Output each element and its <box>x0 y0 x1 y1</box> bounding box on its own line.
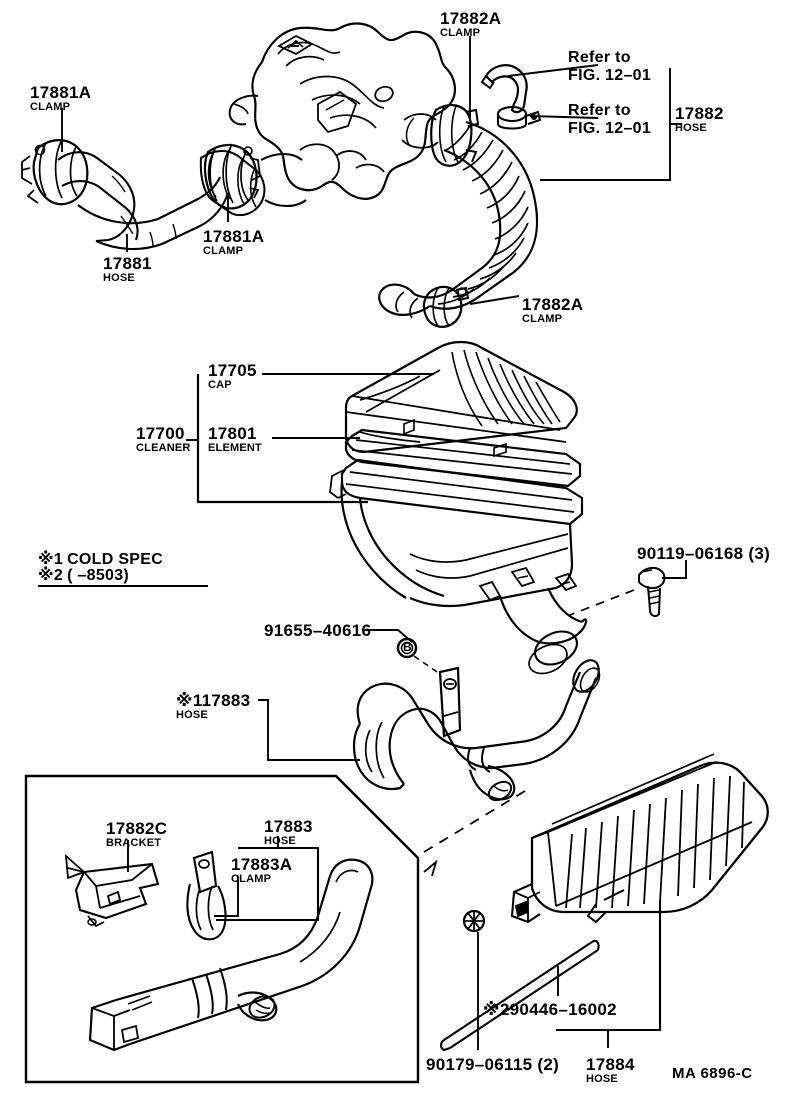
part-number: 17801 <box>208 424 257 443</box>
inset-detail-box <box>24 774 420 1084</box>
clamp-17882a-lower <box>422 285 470 328</box>
marker-letter-b: B <box>403 640 412 654</box>
inset-link-arrow <box>423 859 438 877</box>
part-label-90179061152: 90179–06115 (2) <box>426 1056 559 1073</box>
duct-hose-17883 <box>352 659 601 802</box>
bracket-17882c-main <box>413 655 462 738</box>
part-description: HOSE <box>176 709 208 721</box>
leader-lines <box>61 36 687 1050</box>
nut-90179-06115 <box>462 909 486 933</box>
part-description: CLEANER <box>136 442 191 454</box>
part-label-9165540616: 91655–40616 <box>264 622 371 639</box>
clamp-17881a-mid <box>203 143 261 210</box>
note-mark-1: ※1 <box>38 551 64 568</box>
part-label-29044616002: ※290446–16002 <box>483 1001 617 1018</box>
spec-note-block: ※1 COLD SPEC ※2 ( –8503) <box>38 552 208 587</box>
intake-manifold-drawing <box>228 22 456 200</box>
part-number: 91655–40616 <box>264 621 372 640</box>
part-number: 17881A <box>30 83 92 102</box>
note-mark-2: ※2 <box>38 567 64 584</box>
refer-line-2: FIG. 12–01 <box>568 67 652 84</box>
part-number: 17883 <box>264 817 313 836</box>
part-description: CLAMP <box>522 313 563 325</box>
part-description: HOSE <box>675 122 707 134</box>
bolt-90119-06168 <box>569 566 666 618</box>
part-description: CLAMP <box>231 873 272 885</box>
part-number: 90119–06168 (3) <box>637 544 771 563</box>
part-number: 17882C <box>106 819 168 838</box>
resonator-17884 <box>510 753 769 924</box>
part-description: ELEMENT <box>208 442 262 454</box>
part-number: 17883A <box>231 855 293 874</box>
figure-code: MA 6896-C <box>672 1065 753 1082</box>
part-number: 17881 <box>103 254 152 273</box>
part-number: 90179–06115 (2) <box>426 1055 560 1074</box>
refer-line-2: FIG. 12–01 <box>568 120 652 137</box>
inset-contents <box>64 850 374 1052</box>
part-number: 17884 <box>586 1055 635 1074</box>
part-number: 17882A <box>440 9 502 28</box>
note-text-2: ( –8503) <box>67 567 130 584</box>
part-description: HOSE <box>586 1073 618 1085</box>
part-description: CAP <box>208 379 232 391</box>
part-number: ※117883 <box>176 691 251 710</box>
part-number: 17882 <box>675 104 724 123</box>
intake-hose-17881 <box>57 149 307 251</box>
clamp-17881a-left <box>21 139 89 206</box>
air-cleaner-assembly-17700 <box>329 340 588 675</box>
grommet-fitting <box>496 105 542 130</box>
part-description: BRACKET <box>106 837 162 849</box>
part-description: HOSE <box>103 272 135 284</box>
part-label-90119061683: 90119–06168 (3) <box>637 545 770 562</box>
part-number: ※290446–16002 <box>483 1000 617 1019</box>
part-number: 17705 <box>208 361 257 380</box>
part-description: CLAMP <box>30 101 71 113</box>
part-number: 17700 <box>136 424 185 443</box>
part-description: HOSE <box>264 835 296 847</box>
inset-link-dashed <box>423 787 531 853</box>
vacuum-hose-elbow <box>480 64 528 114</box>
refer-line-1: Refer to <box>568 49 631 66</box>
part-number: 17881A <box>203 227 265 246</box>
refer-line-1: Refer to <box>568 102 631 119</box>
note-text-1: COLD SPEC <box>67 551 164 568</box>
marker-circled-b <box>396 637 418 659</box>
part-description: CLAMP <box>203 245 244 257</box>
part-description: CLAMP <box>440 27 481 39</box>
tube-290446-16002 <box>439 939 600 1052</box>
part-number: 17882A <box>522 295 584 314</box>
